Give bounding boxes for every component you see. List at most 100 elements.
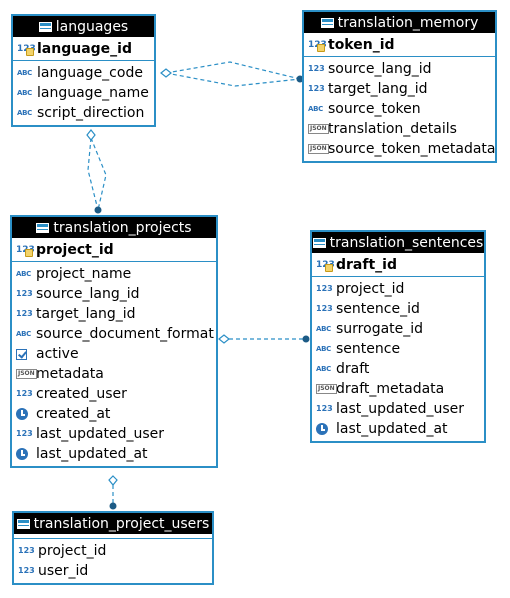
entity-translation-projects[interactable]: translation_projects123project_idABCproj… [10, 215, 218, 468]
column-name: metadata [36, 366, 104, 382]
text-type-icon: ABC [316, 325, 331, 333]
relationship-sentences-projects[interactable] [218, 334, 310, 344]
column-name: project_id [36, 241, 114, 258]
column-name: draft [336, 361, 370, 377]
relationship-users-projects[interactable] [108, 475, 118, 510]
column-name: sentence_id [336, 301, 420, 317]
column-row[interactable]: ABC draft [312, 359, 484, 379]
entity-header[interactable]: translation_sentences [312, 232, 484, 253]
entity-title: translation_project_users [33, 515, 210, 532]
entity-header[interactable]: translation_projects [12, 217, 216, 238]
text-type-icon: ABC [17, 89, 32, 97]
entity-header[interactable]: translation_memory [304, 12, 495, 33]
column-row[interactable]: ABC surrogate_id [312, 319, 484, 339]
column-row[interactable]: active [12, 344, 216, 364]
column-row[interactable]: created_at [12, 404, 216, 424]
table-icon [16, 518, 30, 529]
entity-title: languages [55, 18, 129, 35]
relationship-projects-languages[interactable] [86, 129, 107, 214]
table-icon [36, 222, 50, 233]
numeric-type-icon: 123 [16, 429, 33, 438]
column-name: last_updated_user [36, 426, 165, 442]
table-icon [312, 237, 326, 248]
timestamp-type-icon [316, 422, 334, 436]
column-name: active [36, 346, 79, 362]
entity-title: translation_memory [337, 14, 479, 31]
column-name: user_id [38, 563, 89, 579]
dot-end-icon [302, 335, 310, 343]
relationship-memory-languages[interactable] [160, 61, 304, 87]
text-type-icon: ABC [316, 345, 331, 353]
column-name: draft_metadata [336, 381, 445, 397]
column-name: source_document_format [36, 326, 214, 342]
column-name: surrogate_id [336, 321, 424, 337]
entity-title: translation_projects [53, 219, 192, 236]
entity-translation-memory[interactable]: translation_memory 123token_id123source_l… [302, 10, 497, 163]
json-type-icon: JSON [308, 144, 329, 154]
column-row[interactable]: ABC language_name [13, 83, 154, 103]
column-name: project_id [336, 281, 405, 297]
numeric-key-icon: 123 [308, 38, 327, 52]
primary-key-row[interactable]: 123language_id [13, 37, 154, 61]
column-name: source_lang_id [36, 286, 140, 302]
primary-key-row[interactable]: 123token_id [304, 33, 495, 57]
column-name: project_id [38, 543, 107, 559]
column-name: target_lang_id [328, 81, 428, 97]
numeric-key-icon: 123 [316, 258, 335, 272]
text-type-icon: ABC [316, 365, 331, 373]
diamond-end-icon [160, 68, 172, 78]
diamond-end-icon [218, 334, 230, 344]
connector-line [90, 137, 107, 211]
entity-translation-sentences[interactable]: translation_sentences123draft_id123proje… [310, 230, 486, 443]
column-name: source_token_metadata [328, 141, 496, 157]
column-name: language_code [37, 65, 143, 81]
column-name: source_lang_id [328, 61, 432, 77]
column-name: language_name [37, 85, 149, 101]
column-name: source_token [328, 101, 421, 117]
entity-languages[interactable]: languages123language_idABClanguage_codeA… [11, 14, 156, 127]
column-name: last_updated_user [336, 401, 465, 417]
entity-header[interactable]: languages [13, 16, 154, 37]
column-row[interactable]: ABC source_document_format [12, 324, 216, 344]
timestamp-type-icon [16, 447, 34, 461]
column-name: draft_id [336, 256, 397, 273]
primary-key-row[interactable]: 123draft_id [312, 253, 484, 277]
text-type-icon: ABC [16, 330, 31, 338]
diamond-end-icon [86, 129, 96, 141]
numeric-type-icon: 123 [316, 284, 333, 293]
json-type-icon: JSON [16, 369, 37, 379]
dot-end-icon [94, 206, 102, 214]
column-row[interactable]: last_updated_at [12, 444, 216, 464]
boolean-type-icon [16, 347, 34, 361]
table-icon [320, 17, 334, 28]
column-row[interactable]: last_updated_at [312, 419, 484, 439]
json-type-icon: JSON [316, 384, 337, 394]
entity-header[interactable]: translation_project_users [14, 513, 212, 534]
numeric-key-icon: 123 [16, 243, 35, 257]
